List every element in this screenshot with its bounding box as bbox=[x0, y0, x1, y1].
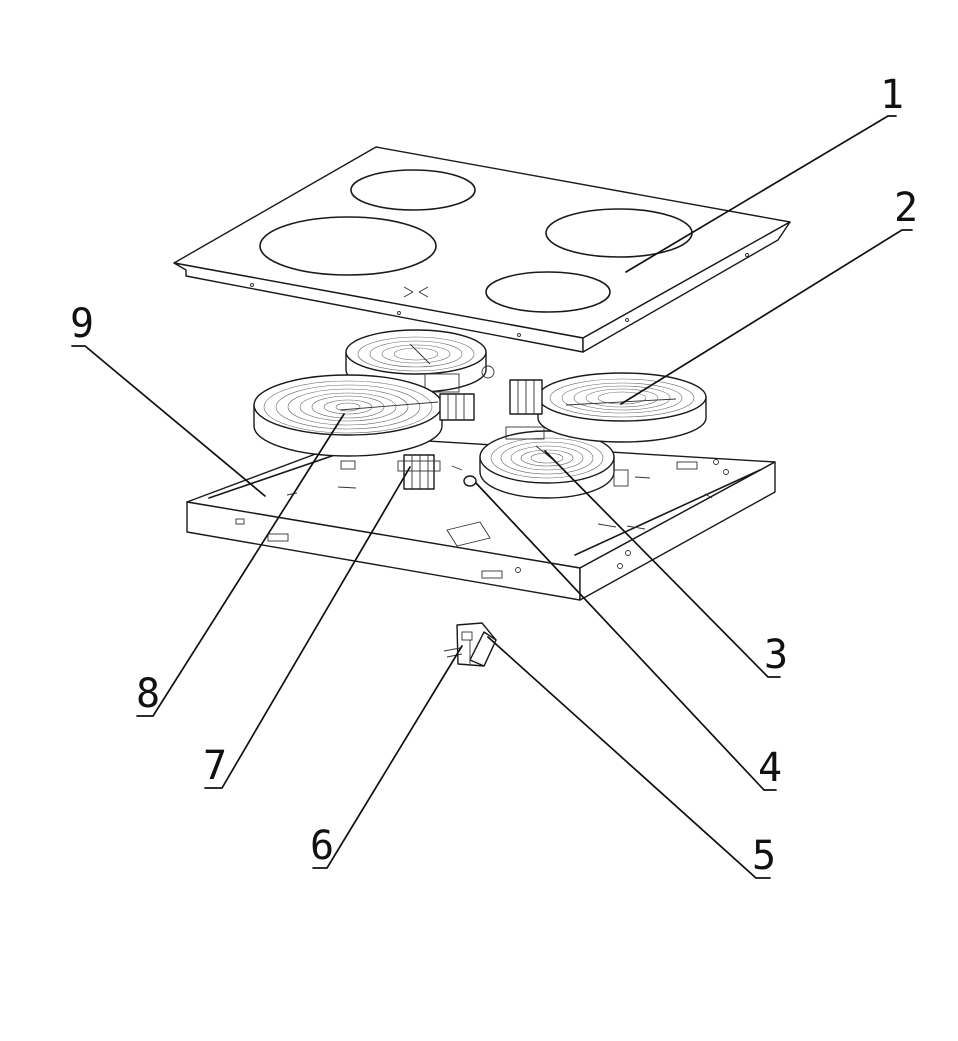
cooking-zone-front-left bbox=[259, 216, 437, 276]
large-left-heating-element bbox=[253, 374, 475, 470]
callout-7: 7 bbox=[203, 743, 227, 789]
temperature-sensor bbox=[463, 475, 477, 487]
callout-1: 1 bbox=[880, 72, 904, 118]
cooking-zone-back bbox=[350, 169, 476, 211]
connector-bracket bbox=[443, 622, 497, 667]
large-right-heating-element bbox=[509, 372, 707, 443]
control-mark bbox=[403, 286, 429, 298]
callout-labels: 1 2 3 4 5 6 7 8 9 bbox=[70, 72, 918, 879]
callout-9: 9 bbox=[70, 301, 94, 347]
terminal-block bbox=[397, 454, 441, 490]
leader-lines bbox=[71, 115, 913, 879]
callout-4: 4 bbox=[758, 745, 782, 791]
cooking-zone-front-right bbox=[485, 271, 611, 313]
glass-cooktop bbox=[173, 146, 791, 353]
callout-5: 5 bbox=[752, 833, 776, 879]
back-heating-element bbox=[345, 329, 495, 393]
callout-6: 6 bbox=[310, 823, 334, 869]
callout-3: 3 bbox=[764, 632, 788, 678]
callout-2: 2 bbox=[894, 185, 918, 231]
small-heating-element bbox=[479, 426, 629, 499]
callout-8: 8 bbox=[136, 671, 160, 717]
